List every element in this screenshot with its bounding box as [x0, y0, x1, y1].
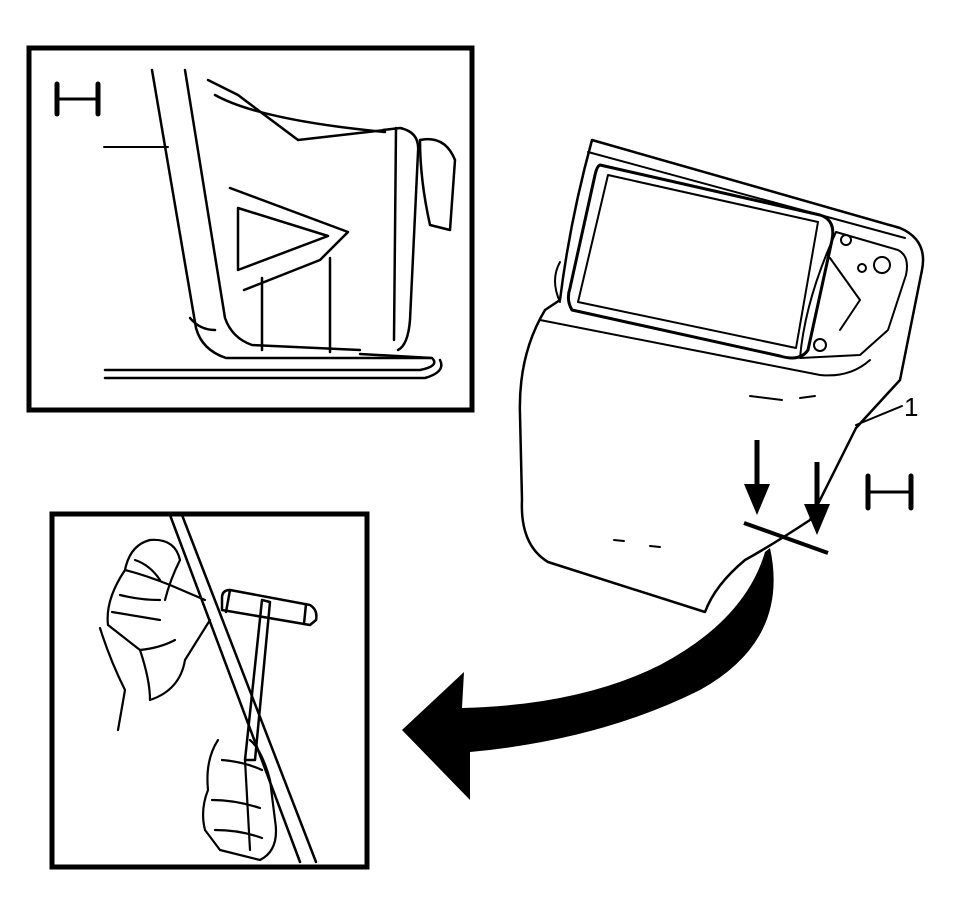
down-arrows-icon: [743, 440, 830, 555]
door-frame-section: [150, 68, 457, 360]
hem-flange: [103, 352, 443, 380]
lower-hand: [201, 738, 278, 862]
door-window: [566, 163, 835, 360]
rear-door-illustration: 1: [518, 138, 925, 614]
panel-edge: [168, 513, 318, 864]
curved-arrow-icon: [402, 548, 774, 800]
upper-hand: [98, 538, 212, 732]
door-outer-panel: [518, 138, 925, 614]
callout-leader: [855, 405, 903, 426]
callout-number: 1: [904, 392, 918, 422]
door-body-lines: [613, 395, 816, 548]
section-symbol-icon: [54, 81, 101, 117]
hammer-icon: [220, 588, 318, 762]
hammer-inset-panel: [49, 511, 370, 870]
section-symbol-icon: [865, 473, 914, 511]
section-inset-panel: [26, 45, 475, 413]
hammer-inset-frame: [49, 511, 370, 870]
door-latch: [799, 231, 908, 359]
